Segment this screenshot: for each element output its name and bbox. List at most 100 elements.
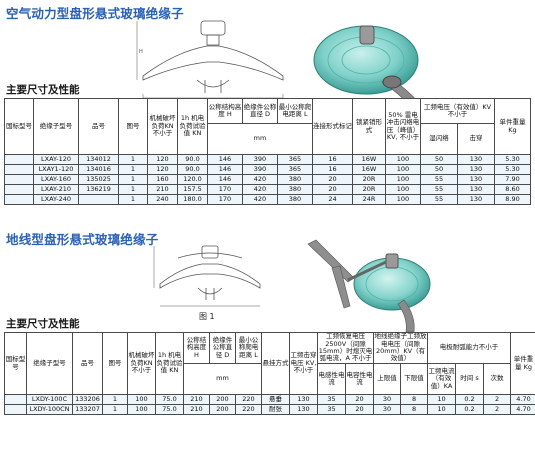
s2-h-capacitive: 电容性电流 [344,363,375,395]
table-cell-pf-puncture: 130 [289,394,318,405]
table-cell-puncture: 130 [457,154,495,165]
table-cell-country [4,164,34,175]
table-cell-test-load: 120.0 [177,174,208,185]
table-cell-puncture: 130 [457,174,495,185]
table-cell-country [4,184,34,195]
table-cell-puncture: 130 [457,194,495,205]
s1-h-wet: 湿闪络 [420,123,458,155]
table-cell-weight: 4.70 [510,404,535,415]
table-cell-pf-current: 10 [427,394,457,405]
table-cell-creepage: 380 [277,194,313,205]
section2-product-image [307,239,431,333]
section1-technical-drawing: D H [136,20,284,106]
table-cell-country [4,174,34,185]
s2-h-pf-puncture: 工频击穿电压 KV, 不小于 [289,332,318,395]
s1-h-puncture: 击穿 [457,123,495,155]
table-cell-inductive: 35 [317,394,346,405]
table-cell-creepage: 380 [277,184,313,195]
s2-h-product-no: 品号 [72,332,103,395]
s2-h-time: 时间 s [455,363,485,395]
table-cell-test-load: 75.0 [155,404,184,415]
table-cell-wet: 55 [420,174,458,185]
table-cell-product-no: 134012 [78,154,119,165]
table-cell-model: LXAY-240 [33,194,79,205]
s2-h-hang: 悬挂方式 [261,332,290,395]
s2-h-upper: 上限值 [373,363,402,395]
table-cell-test-load: 157.5 [177,184,208,195]
table-cell-fig-no: 1 [118,174,148,185]
s1-h-fig-no: 图号 [118,98,148,155]
s2-h-model: 绝缘子型号 [26,332,73,395]
table-cell-product-no: 134016 [78,164,119,175]
table-cell-impulse: 100 [385,194,421,205]
table-cell-mech-load: 100 [127,394,156,405]
table-cell-creepage: 365 [277,164,313,175]
table-cell-lower: 8 [400,394,429,405]
table-cell-puncture: 130 [457,184,495,195]
table-cell-mech-load: 120 [147,154,178,165]
table-cell-country [4,154,34,165]
table-cell-coupling: 16 [312,164,353,175]
s2-h-count: 次数 [483,363,512,395]
table-cell-model: LXAY1-120 [33,164,79,175]
table-cell-weight: 8.90 [494,194,531,205]
table-cell-fig-no: 1 [118,164,148,175]
table-cell-test-load: 90.0 [177,164,208,175]
s2-h-country: 国标型号 [4,332,27,395]
table-cell-diameter: 200 [209,394,236,405]
table-cell-capacitive: 20 [344,394,375,405]
table-cell-product-no: 135025 [78,174,119,185]
table-cell-diameter: 420 [242,174,278,185]
table-cell-fig-no: 1 [118,154,148,165]
table-cell-impulse: 100 [385,174,421,185]
section2-figure-label: 图 1 [199,312,215,321]
s1-h-unit-mm: mm [207,123,313,155]
table-cell-height: 146 [207,164,243,175]
table-cell-height: 146 [207,154,243,165]
table-cell-count: 2 [483,404,512,415]
section2-title: 地线型盘形悬式玻璃绝缘子 [6,232,159,247]
table-cell-diameter: 420 [242,194,278,205]
section1-spec-table: 国标型号 绝缘子型号 品号 图号 机械破坏负荷KN 不小于 1h 机电负荷试验值… [4,98,531,205]
svg-text:H: H [139,49,143,55]
section1-product-image [313,25,421,109]
s2-h-weight: 单件重量 Kg [510,332,535,395]
table-cell-impulse: 100 [385,184,421,195]
table-cell-weight: 7.90 [494,174,531,185]
table-cell-diameter: 200 [209,404,236,415]
table-cell-diameter: 390 [242,154,278,165]
s2-h-mech-load: 机械破坏负荷KN 不小于 [127,332,156,395]
table-cell-mech-load: 100 [127,404,156,415]
s1-h-country: 国标型号 [4,98,34,155]
s1-h-coupling: 连接形式标记 [312,98,353,155]
table-cell-pin: 20R [352,184,386,195]
s2-h-pf-current: 工频电流（有效值）KA [427,363,457,395]
table-cell-upper: 30 [373,394,402,405]
section2-spec-table: 国标型号 绝缘子型号 品号 图号 机械破坏负荷KN 不小于 1h 机电负荷试验值… [4,332,535,415]
table-cell-coupling: 20 [312,174,353,185]
s2-h-restore: 工频恢复电压 2500V（间隙 15mm）时熄灭电弧电流，A 不小于 [316,332,375,364]
table-cell-weight: 5.30 [494,164,531,175]
table-cell-wet: 55 [420,184,458,195]
table-cell-weight: 5.30 [494,154,531,165]
table-cell-product-no: 133206 [72,394,103,405]
table-cell-time: 0.2 [455,404,485,415]
table-cell-impulse: 100 [385,154,421,165]
table-cell-diameter: 390 [242,164,278,175]
s2-h-lower: 下限值 [400,363,429,395]
table-cell-mech-load: 210 [147,184,178,195]
section2-technical-drawing [153,245,261,307]
s1-h-weight: 单件重量 Kg [494,98,531,155]
table-cell-coupling: 20 [312,184,353,195]
table-cell-creepage: 220 [235,394,262,405]
table-cell-pf-current: 10 [427,404,457,415]
table-cell-model: LXDY-100C [26,394,73,405]
table-cell-wet: 50 [420,154,458,165]
s1-h-test-load: 1h 机电负荷试验值 KN [177,98,208,155]
table-cell-upper: 30 [373,404,402,415]
table-cell-creepage: 380 [277,174,313,185]
